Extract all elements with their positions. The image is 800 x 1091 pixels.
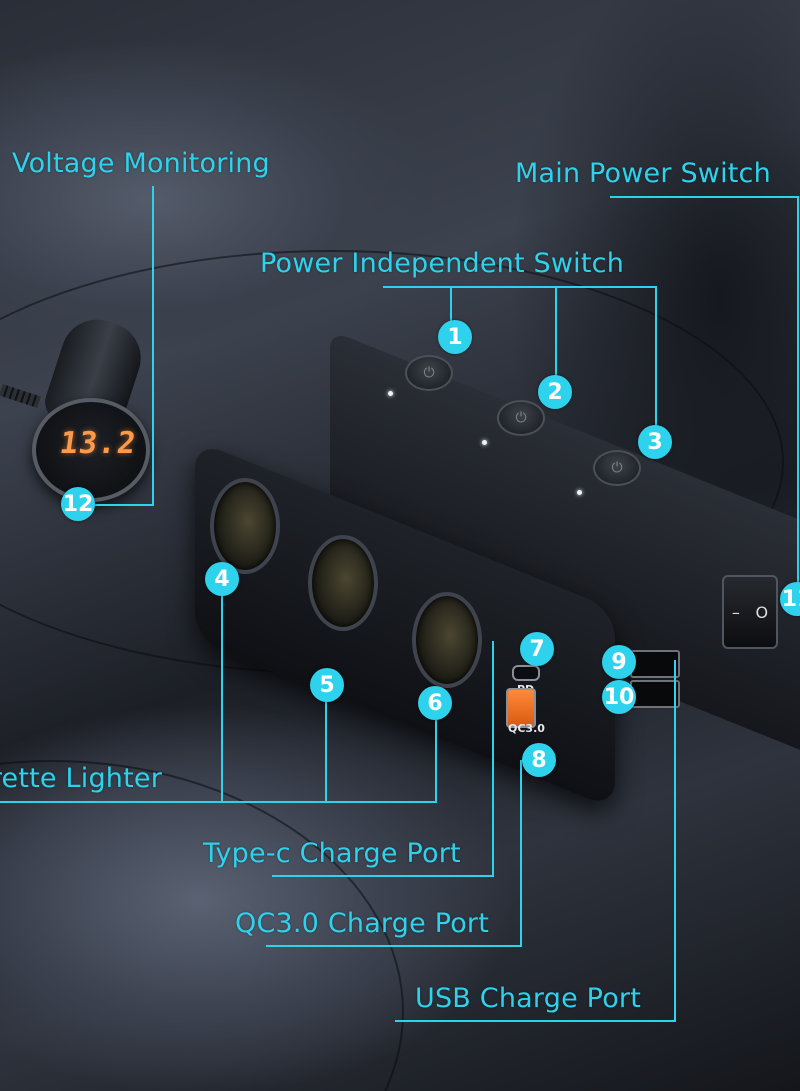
label-cigarette-lighter: Cigarette Lighter	[0, 763, 163, 794]
voltage-display: 13.2	[57, 426, 139, 461]
indicator-led-2	[482, 440, 487, 445]
cigarette-socket-3	[412, 592, 482, 688]
leader-line	[152, 186, 154, 506]
type-c-port[interactable]	[512, 665, 540, 681]
cigarette-socket-1	[210, 478, 280, 574]
leader-line	[266, 945, 522, 947]
badge-8: 8	[522, 743, 556, 777]
power-icon: ⏻	[515, 410, 527, 426]
indicator-led-1	[388, 391, 393, 396]
badge-6: 6	[418, 686, 452, 720]
leader-line	[492, 641, 494, 876]
leader-line	[395, 1020, 676, 1022]
power-icon: ⏻	[611, 460, 623, 476]
leader-line	[450, 286, 452, 326]
badge-4: 4	[205, 562, 239, 596]
badge-5: 5	[310, 668, 344, 702]
leader-line	[95, 504, 153, 506]
leader-line	[435, 720, 437, 802]
badge-7: 7	[520, 632, 554, 666]
label-main-power-switch: Main Power Switch	[515, 158, 771, 189]
leader-line	[221, 594, 223, 801]
leader-line	[325, 700, 327, 802]
qc-port[interactable]	[506, 688, 536, 728]
leader-line	[0, 801, 437, 803]
switch-on-symbol: O	[755, 602, 769, 622]
leader-line	[797, 196, 799, 586]
badge-11: 11	[780, 582, 800, 616]
independent-switch-2[interactable]: ⏻	[497, 400, 545, 436]
cigarette-socket-2	[308, 535, 378, 631]
qc-label: QC3.0	[508, 722, 545, 735]
label-usb-port: USB Charge Port	[415, 983, 642, 1014]
leader-line	[610, 196, 798, 198]
main-power-rocker[interactable]: – O	[722, 575, 778, 649]
leader-line	[555, 286, 557, 376]
switch-off-symbol: –	[731, 602, 740, 622]
leader-line	[655, 286, 657, 426]
leader-line	[383, 286, 656, 288]
label-power-independent-switch: Power Independent Switch	[260, 248, 625, 279]
leader-line	[674, 660, 676, 1020]
independent-switch-1[interactable]: ⏻	[405, 355, 453, 391]
badge-1: 1	[438, 320, 472, 354]
badge-2: 2	[538, 375, 572, 409]
badge-9: 9	[602, 645, 636, 679]
label-type-c-port: Type-c Charge Port	[203, 838, 461, 869]
leader-line	[520, 760, 522, 946]
independent-switch-3[interactable]: ⏻	[593, 450, 641, 486]
indicator-led-3	[577, 490, 582, 495]
usb-port-2[interactable]	[630, 680, 680, 708]
leader-line	[272, 875, 494, 877]
power-icon: ⏻	[423, 365, 435, 381]
label-voltage-monitoring: Voltage Monitoring	[12, 148, 270, 179]
badge-12: 12	[61, 487, 95, 521]
usb-port-1[interactable]	[630, 650, 680, 678]
car-plug-voltmeter: 13.2	[20, 310, 151, 502]
badge-3: 3	[638, 425, 672, 459]
badge-10: 10	[602, 680, 636, 714]
label-qc-port: QC3.0 Charge Port	[235, 908, 490, 939]
